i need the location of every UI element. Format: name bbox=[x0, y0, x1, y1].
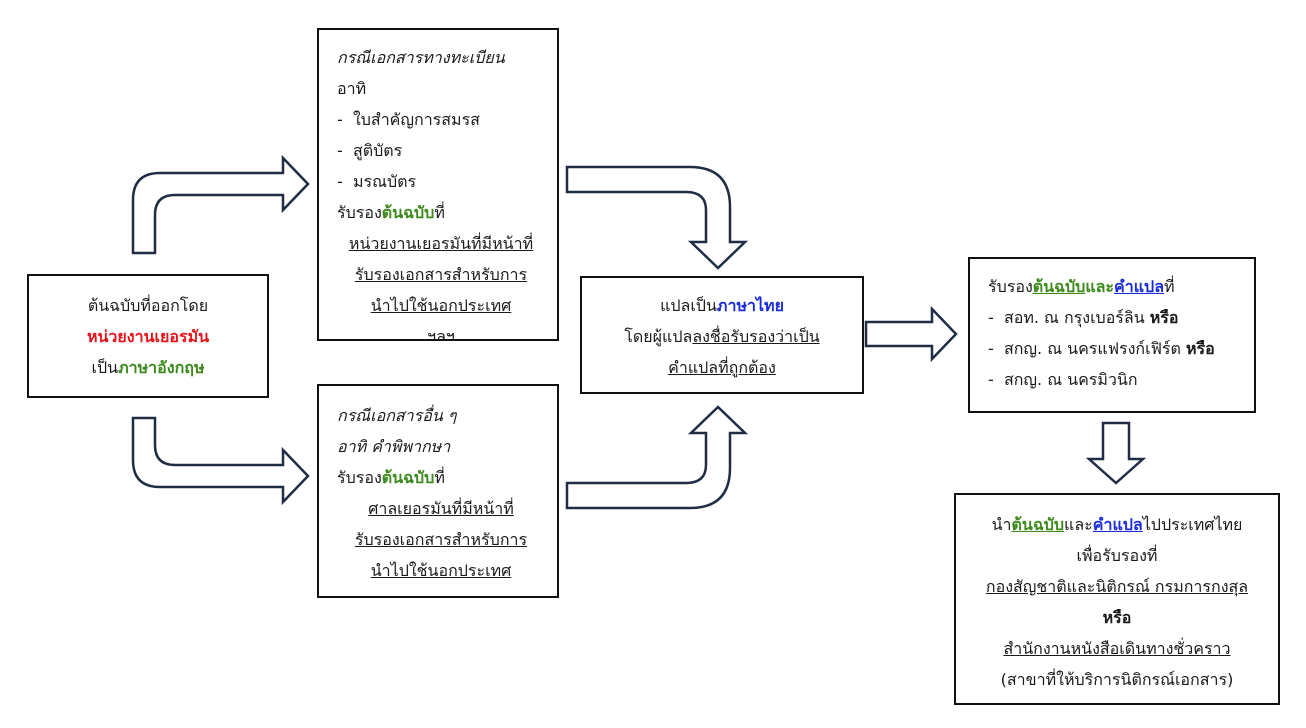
embassy-item-munich: - สกญ. ณ นครมิวนิก bbox=[988, 370, 1138, 389]
final-or: หรือ bbox=[1102, 608, 1132, 627]
civil-authority-2: รับรองเอกสารสำหรับการ bbox=[354, 265, 528, 284]
other-title: กรณีเอกสารอื่น ๆ bbox=[337, 406, 457, 425]
source-document-box: ต้นฉบับที่ออกโดย หน่วยงานเยอรมัน เป็นภาษ… bbox=[27, 274, 269, 398]
final-step-box: นำต้นฉบับและคำแปลไปประเทศไทย เพื่อรับรอง… bbox=[954, 493, 1280, 705]
other-eg: อาทิ คำพิพากษา bbox=[337, 437, 451, 456]
other-authority-2: รับรองเอกสารสำหรับการ bbox=[354, 530, 528, 549]
arrow-translate-to-embassy bbox=[864, 305, 958, 363]
civil-overflow-line: ฯลฯ bbox=[427, 327, 455, 341]
embassy-item-berlin: - สอท. ณ กรุงเบอร์ลิน หรือ bbox=[988, 308, 1179, 327]
translate-line1: แปลเป็นภาษาไทย bbox=[660, 296, 784, 315]
translate-line2: โดยผู้แปลลงชื่อรับรองว่าเป็น bbox=[624, 327, 820, 346]
embassy-heading: รับรองต้นฉบับและคำแปลที่ bbox=[988, 277, 1175, 296]
source-language-line: เป็นภาษาอังกฤษ bbox=[91, 358, 205, 377]
translation-box: แปลเป็นภาษาไทย โดยผู้แปลลงชื่อรับรองว่าเ… bbox=[580, 276, 864, 394]
other-documents-box: กรณีเอกสารอื่น ๆ อาทิ คำพิพากษา รับรองต้… bbox=[317, 384, 559, 598]
civil-item-1: - ใบสำคัญการสมรส bbox=[337, 110, 480, 129]
source-agency: หน่วยงานเยอรมัน bbox=[86, 327, 210, 346]
other-authority-3: นำไปใช้นอกประเทศ bbox=[370, 561, 512, 580]
other-authority-1: ศาลเยอรมันที่มีหน้าที่ bbox=[368, 499, 514, 518]
embassy-item-frankfurt: - สกญ. ณ นครแฟรงก์เฟิร์ต หรือ bbox=[988, 339, 1215, 358]
civil-documents-box: กรณีเอกสารทางทะเบียน อาทิ - ใบสำคัญการสม… bbox=[317, 28, 559, 341]
civil-certify-line: รับรองต้นฉบับที่ bbox=[337, 203, 445, 222]
final-office2: สำนักงานหนังสือเดินทางชั่วคราว bbox=[1003, 639, 1231, 658]
arrow-embassy-to-final bbox=[1085, 421, 1147, 485]
civil-authority-3: นำไปใช้นอกประเทศ bbox=[370, 296, 512, 315]
civil-title: กรณีเอกสารทางทะเบียน bbox=[337, 48, 505, 67]
final-line2: เพื่อรับรองที่ bbox=[1076, 546, 1158, 565]
arrow-source-to-civil bbox=[131, 154, 310, 255]
embassy-certify-box: รับรองต้นฉบับและคำแปลที่ - สอท. ณ กรุงเบ… bbox=[968, 257, 1256, 413]
arrow-other-to-translate bbox=[565, 405, 749, 510]
source-line1: ต้นฉบับที่ออกโดย bbox=[87, 296, 209, 315]
other-certify-line: รับรองต้นฉบับที่ bbox=[337, 468, 445, 487]
civil-authority-1: หน่วยงานเยอรมันที่มีหน้าที่ bbox=[348, 234, 534, 253]
civil-item-3: - มรณบัตร bbox=[337, 172, 417, 191]
civil-eg: อาทิ bbox=[337, 79, 367, 98]
final-office2-note: (สาขาที่ให้บริการนิติกรณ์เอกสาร) bbox=[1000, 670, 1234, 689]
final-line1: นำต้นฉบับและคำแปลไปประเทศไทย bbox=[991, 515, 1243, 534]
final-office1: กองสัญชาติและนิติกรณ์ กรมการกงสุล bbox=[985, 577, 1249, 596]
arrow-civil-to-translate bbox=[565, 165, 749, 270]
civil-item-2: - สูติบัตร bbox=[337, 141, 403, 160]
translate-line3: คำแปลที่ถูกต้อง bbox=[668, 358, 776, 377]
arrow-source-to-other bbox=[131, 416, 310, 506]
